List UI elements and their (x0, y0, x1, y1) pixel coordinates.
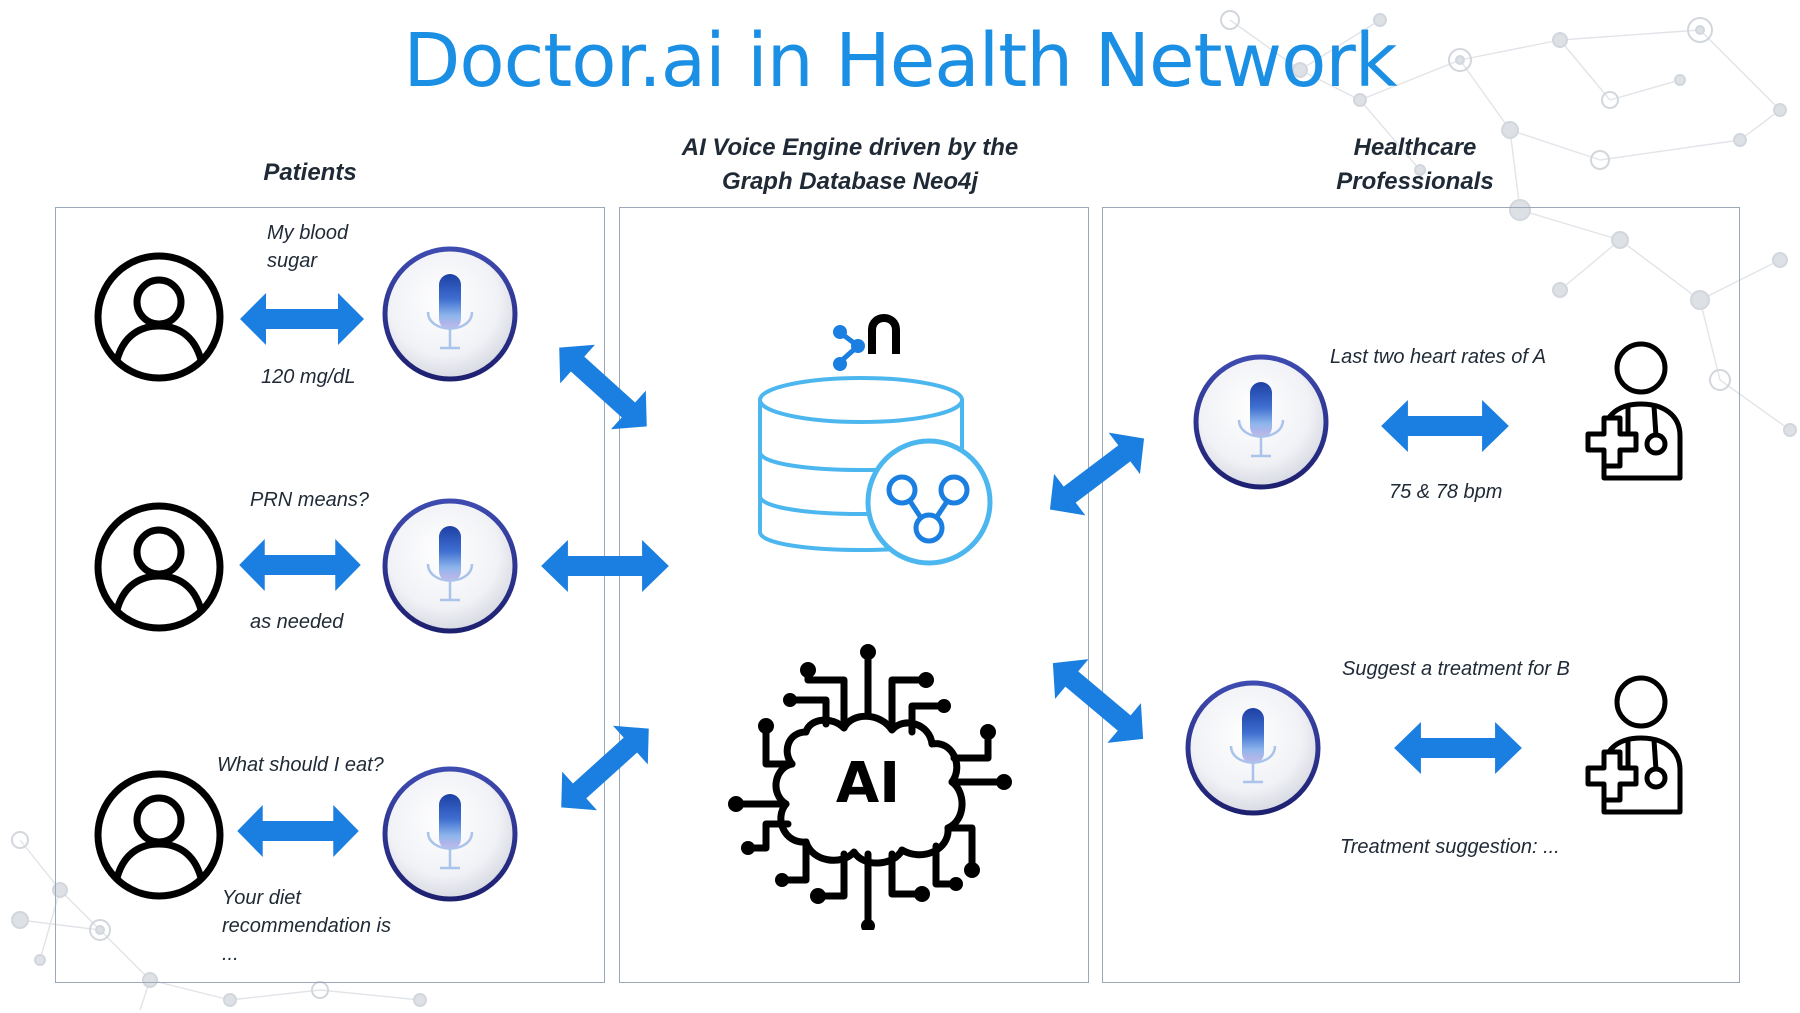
graph-database-icon (752, 372, 1002, 572)
professional-1-answer: 75 & 78 bpm (1389, 481, 1503, 503)
patient-3-answer-line1: Your diet (222, 887, 301, 909)
professionals-heading-line1: Healthcare (1353, 134, 1477, 161)
patient-1-answer: 120 mg/dL (261, 366, 356, 388)
patient-3-answer-line3: ... (222, 943, 239, 965)
double-headed-arrow-icon (237, 805, 359, 857)
double-headed-arrow-icon (1381, 400, 1509, 452)
professional-2-question: Suggest a treatment for B (1342, 658, 1570, 680)
patient-2-question: PRN means? (250, 489, 369, 511)
professional-2-answer: Treatment suggestion: ... (1340, 836, 1560, 858)
patient-2-answer: as needed (250, 611, 344, 633)
patient-3-answer-line2: recommendation is (222, 915, 391, 937)
double-headed-arrow-icon (240, 293, 364, 345)
doctor-stethoscope-icon (1574, 340, 1688, 484)
user-circle-icon (92, 768, 226, 902)
patients-heading: Patients (263, 159, 357, 186)
double-headed-arrow-icon (1036, 643, 1160, 759)
professionals-heading: Healthcare Professionals (1250, 131, 1580, 199)
neo4j-logo-icon (824, 300, 904, 380)
patient-1-question-line2: sugar (267, 250, 318, 272)
voice-assistant-mic-icon[interactable] (380, 244, 520, 384)
professional-1-question: Last two heart rates of A (1330, 346, 1547, 368)
engine-panel (619, 207, 1089, 983)
double-headed-arrow-icon (239, 539, 361, 591)
ai-label: AI (836, 751, 900, 816)
voice-assistant-mic-icon[interactable] (380, 496, 520, 636)
user-circle-icon (92, 250, 226, 384)
voice-assistant-mic-icon[interactable] (1191, 352, 1331, 492)
patient-3-answer: Your diet recommendation is ... (222, 884, 391, 968)
patient-1-question: My blood sugar (267, 219, 348, 275)
double-headed-arrow-icon (543, 709, 667, 827)
patients-panel (55, 207, 605, 983)
engine-heading-line2: Graph Database Neo4j (721, 168, 979, 195)
double-headed-arrow-icon (1034, 417, 1160, 531)
professionals-heading-line2: Professionals (1336, 168, 1494, 195)
double-headed-arrow-icon (1394, 722, 1522, 774)
patient-3-question: What should I eat? (217, 754, 384, 776)
ai-brain-circuit-icon: AI (726, 640, 1012, 930)
double-headed-arrow-icon (541, 328, 665, 446)
voice-assistant-mic-icon[interactable] (380, 764, 520, 904)
user-circle-icon (92, 500, 226, 634)
engine-heading: AI Voice Engine driven by the Graph Data… (620, 131, 1080, 199)
engine-heading-line1: AI Voice Engine driven by the (681, 134, 1019, 161)
professionals-panel (1102, 207, 1740, 983)
patient-1-question-line1: My blood (267, 222, 349, 244)
doctor-stethoscope-icon (1574, 674, 1688, 818)
page-title: Doctor.ai in Health Network (403, 18, 1397, 104)
voice-assistant-mic-icon[interactable] (1183, 678, 1323, 818)
double-headed-arrow-icon (541, 540, 669, 592)
